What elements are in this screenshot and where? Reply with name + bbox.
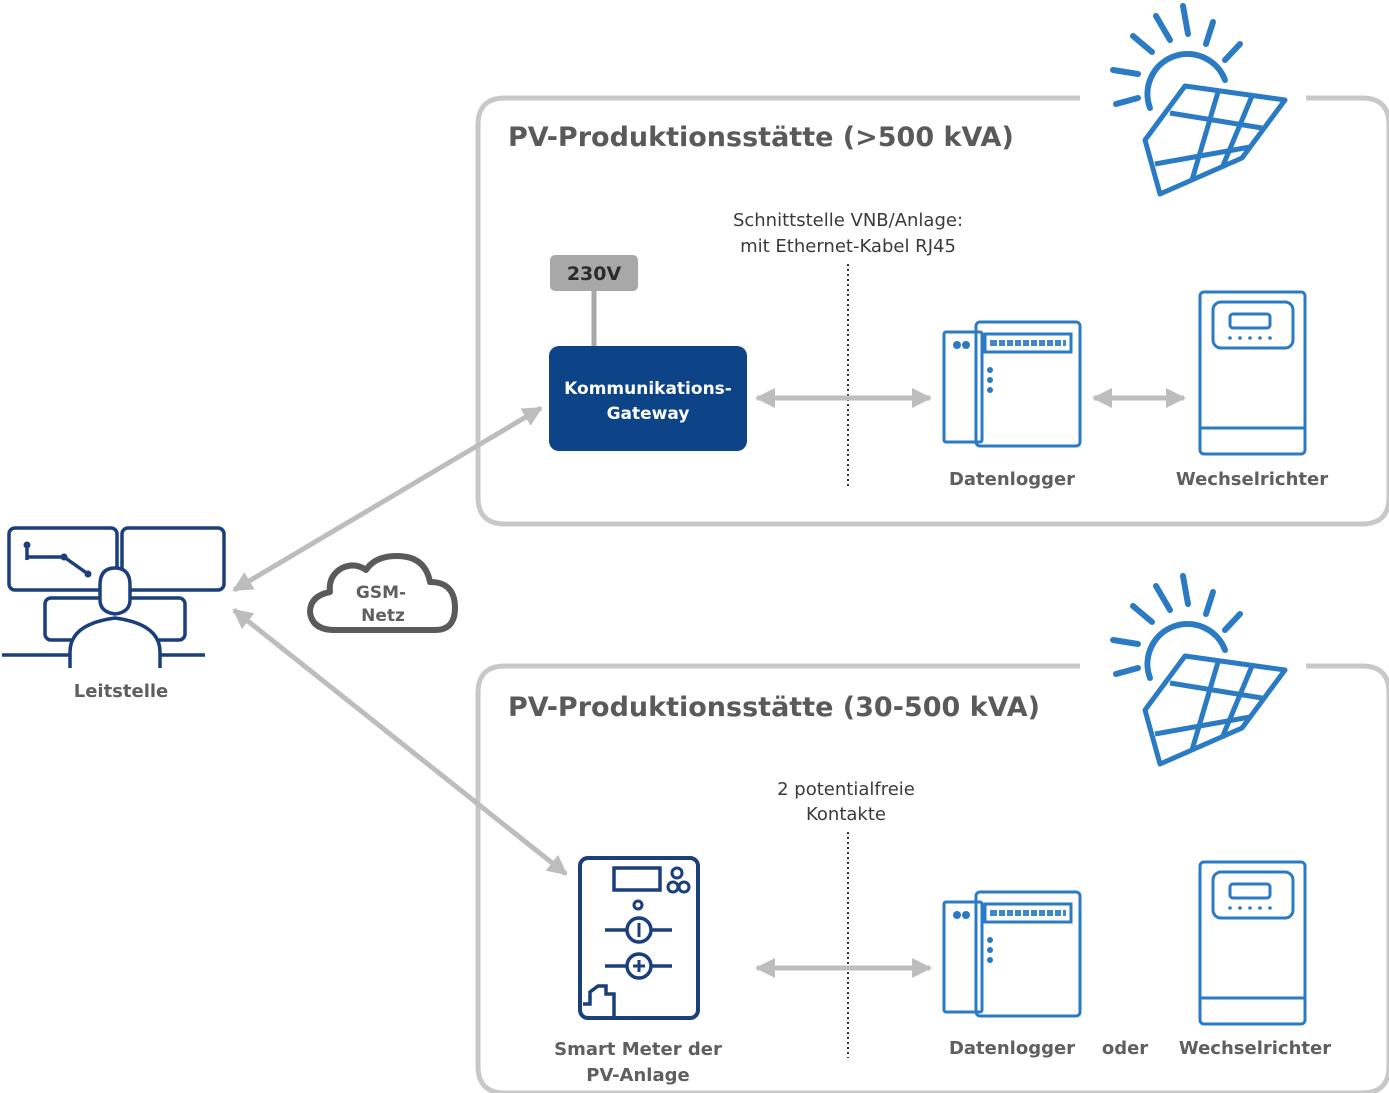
smart-meter-icon: [578, 856, 700, 1020]
power-badge: [550, 255, 638, 291]
datalogger-bottom-label: Datenlogger: [949, 1038, 1075, 1059]
network-label-line2: Netz: [361, 606, 405, 626]
smart-meter-label-line1: Smart Meter der: [554, 1039, 722, 1060]
power-badge-label: 230V: [567, 263, 622, 285]
solar-panel-sun-icon: [1113, 6, 1285, 194]
section-bottom: PV-Produktionsstätte (30-500 kVA) 2 pote…: [475, 576, 1389, 1093]
arrow-control-smartmeter: [232, 608, 568, 876]
or-label: oder: [1102, 1038, 1148, 1059]
solar-panel-sun-icon: [1113, 576, 1285, 764]
interface-top-line1: Schnittstelle VNB/Anlage:: [733, 210, 963, 231]
inverter-icon: [1198, 290, 1307, 456]
interface-top-line2: mit Ethernet-Kabel RJ45: [740, 236, 956, 257]
interface-bottom-line1: 2 potentialfreie: [777, 779, 915, 800]
datalogger-icon: [942, 320, 1082, 448]
section-top-title: PV-Produktionsstätte (>500 kVA): [508, 122, 1014, 153]
inverter-top-label: Wechselrichter: [1176, 469, 1328, 490]
arrow-control-gateway: [232, 405, 543, 593]
control-center-label: Leitstelle: [74, 681, 169, 702]
smart-meter-label-line2: PV-Anlage: [586, 1065, 689, 1086]
interface-bottom-line2: Kontakte: [806, 804, 886, 825]
section-bottom-title: PV-Produktionsstätte (30-500 kVA): [508, 692, 1040, 723]
section-top: PV-Produktionsstätte (>500 kVA) Schnitts…: [475, 6, 1389, 527]
inverter-bottom-label: Wechselrichter: [1179, 1038, 1331, 1059]
gateway-label-line1: Kommunikations-: [564, 379, 732, 399]
datalogger-top-label: Datenlogger: [949, 469, 1075, 490]
network-label-line1: GSM-: [356, 583, 406, 603]
gateway-label-line2: Gateway: [607, 404, 690, 424]
datalogger-icon: [942, 890, 1082, 1018]
operator-workstation-icon: [2, 526, 226, 668]
section-top-frame: [475, 95, 1389, 527]
gateway-box: [549, 346, 747, 451]
inverter-icon: [1198, 860, 1307, 1026]
